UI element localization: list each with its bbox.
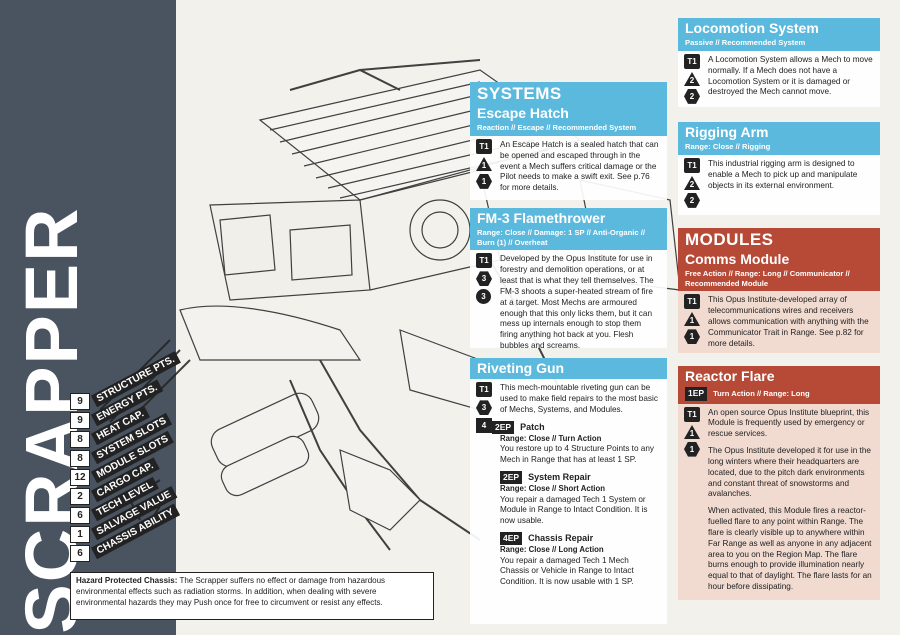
salvage-icon: 2	[684, 88, 700, 104]
reactor-flare-title: Reactor Flare	[685, 368, 775, 384]
reactor-flare-panel: Reactor Flare 1EP Turn Action // Range: …	[678, 366, 880, 600]
ability-name: System Repair	[528, 471, 591, 482]
tech-level-icon: T1	[684, 53, 700, 69]
tech-level-icon: T1	[684, 157, 700, 173]
rigging-arm-title: Rigging Arm	[685, 124, 769, 140]
reactor-flare-paragraph: The Opus Institute developed it for use …	[708, 446, 871, 499]
rigging-arm-panel: Rigging Arm Range: Close // Rigging T1 2…	[678, 122, 880, 215]
salvage-icon: 1	[684, 441, 700, 457]
ability-text: You restore up to 4 Structure Points to …	[500, 444, 654, 465]
locomotion-title: Locomotion System	[685, 20, 819, 36]
stat-value: 9	[70, 412, 90, 429]
stat-value: 2	[70, 488, 90, 505]
riveting-gun-text: This mech-mountable riveting gun can be …	[500, 383, 658, 415]
tech-level-icon: T1	[476, 253, 492, 269]
systems-header: SYSTEMS	[477, 84, 562, 103]
comms-module-text: This Opus Institute-developed array of t…	[708, 295, 869, 348]
comms-module-title: Comms Module	[685, 251, 790, 267]
stat-value: 6	[70, 507, 90, 524]
comms-module-subtitle: Free Action // Range: Long // Communicat…	[685, 269, 850, 288]
stat-value: 8	[70, 450, 90, 467]
slot-icon: 3	[476, 400, 492, 416]
reactor-flare-subtitle: Turn Action // Range: Long	[713, 389, 810, 399]
salvage-icon: 1	[684, 329, 700, 345]
locomotion-panel: Locomotion System Passive // Recommended…	[678, 18, 880, 107]
ability-name: Patch	[520, 421, 545, 432]
slot-icon: 1	[684, 424, 700, 439]
escape-hatch-subtitle: Reaction // Escape // Recommended System	[477, 123, 637, 133]
ability-text: You repair a damaged Tech 1 Mech Chassis…	[500, 555, 634, 587]
salvage-icon: 3	[476, 289, 491, 305]
slot-icon: 1	[476, 156, 492, 171]
slot-icon: 1	[684, 312, 700, 327]
stat-value: 1	[70, 526, 90, 543]
chassis-ability-text: The Scrapper suffers no effect or damage…	[76, 576, 386, 607]
escape-hatch-text: An Escape Hatch is a sealed hatch that c…	[500, 139, 659, 193]
salvage-icon: 2	[684, 192, 700, 208]
ep-cost: 2EP	[500, 471, 523, 485]
riveting-gun-panel: Riveting Gun T1 3 4 This mech-mountable …	[470, 358, 667, 625]
ability-subtitle: Range: Close // Turn Action	[500, 434, 602, 444]
tech-level-icon: T1	[684, 406, 700, 422]
tech-level-icon: T1	[476, 138, 492, 154]
locomotion-subtitle: Passive // Recommended System	[685, 38, 806, 48]
slot-icon: 3	[476, 271, 492, 287]
locomotion-text: A Locomotion System allows a Mech to mov…	[708, 54, 873, 97]
stat-value: 6	[70, 545, 90, 562]
salvage-icon: 1	[476, 173, 492, 189]
reactor-flare-paragraph: An open source Opus Institute blueprint,…	[708, 407, 870, 439]
stat-value: 9	[70, 393, 90, 410]
ability-name: Chassis Repair	[528, 532, 594, 543]
stat-value: 8	[70, 431, 90, 448]
stat-value: 12	[70, 469, 90, 486]
flamethrower-subtitle: Range: Close // Damage: 1 SP // Anti-Org…	[477, 228, 645, 247]
escape-hatch-panel: SYSTEMS Escape Hatch Reaction // Escape …	[470, 82, 667, 200]
slot-icon: 2	[684, 175, 700, 190]
ep-cost: 2EP	[492, 420, 515, 435]
chassis-ability-box: Hazard Protected Chassis: The Scrapper s…	[70, 572, 434, 620]
ability-text: You repair a damaged Tech 1 System or Mo…	[500, 494, 648, 526]
chassis-ability-title: Hazard Protected Chassis:	[76, 576, 178, 585]
flamethrower-title: FM-3 Flamethrower	[477, 210, 606, 226]
rigging-arm-subtitle: Range: Close // Rigging	[685, 142, 771, 152]
reactor-flare-paragraph: When activated, this Module fires a reac…	[708, 506, 872, 592]
ep-cost: 1EP	[685, 387, 708, 401]
rigging-arm-text: This industrial rigging arm is designed …	[708, 158, 858, 190]
flamethrower-panel: FM-3 Flamethrower Range: Close // Damage…	[470, 208, 667, 350]
tech-level-icon: T1	[476, 382, 492, 398]
escape-hatch-title: Escape Hatch	[477, 105, 569, 121]
ability-subtitle: Range: Close // Long Action	[500, 545, 604, 555]
tech-level-icon: T1	[684, 294, 700, 310]
flamethrower-text: Developed by the Opus Institute for use …	[500, 254, 654, 350]
ability-subtitle: Range: Close // Short Action	[500, 484, 605, 494]
riveting-gun-title: Riveting Gun	[477, 360, 565, 376]
ep-cost: 4EP	[500, 532, 523, 546]
slot-icon: 2	[684, 71, 700, 86]
modules-header: MODULES	[685, 230, 774, 249]
salvage-icon: 4	[476, 418, 492, 434]
comms-module-panel: MODULES Comms Module Free Action // Rang…	[678, 228, 880, 354]
